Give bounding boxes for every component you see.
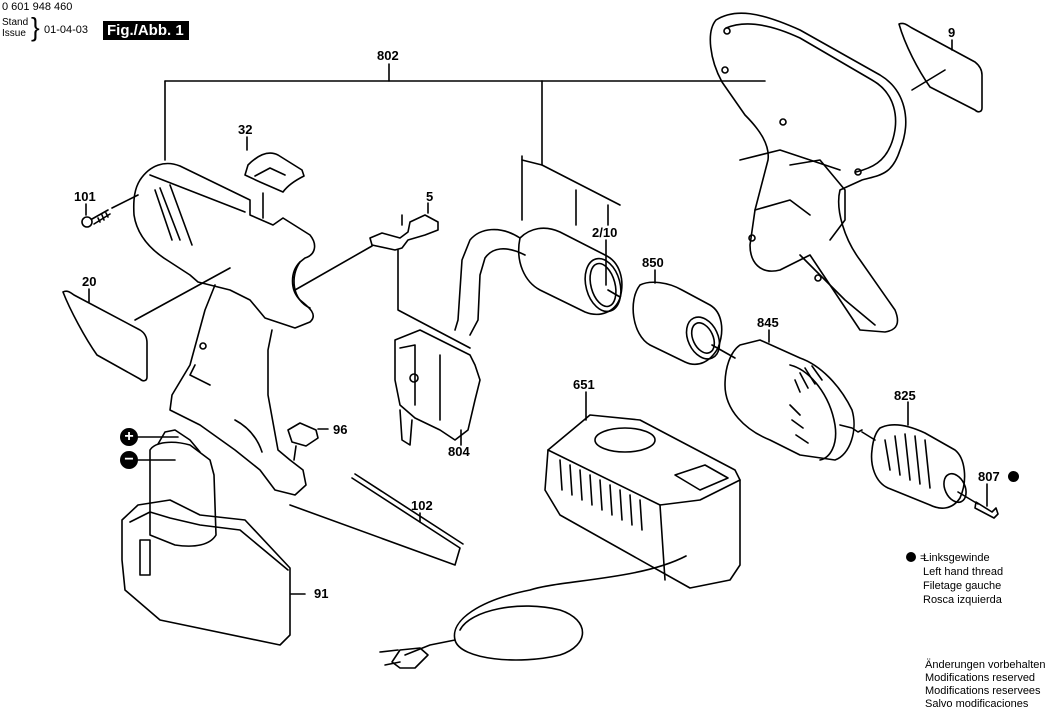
gearbox-845	[724, 329, 863, 461]
minus-icon: −	[120, 451, 138, 469]
housing-shell-left	[132, 162, 316, 496]
notice-line-de: Änderungen vorbehalten	[925, 659, 1046, 671]
clip-96	[287, 422, 329, 461]
switch-slide-5	[294, 202, 471, 349]
legend-line-fr: Filetage gauche	[923, 580, 1002, 592]
left-hand-thread-dot-icon	[906, 552, 916, 562]
part-label-807: 807	[978, 469, 1000, 484]
figure-label: Fig./Abb. 1	[103, 21, 189, 40]
part-label-20: 20	[82, 274, 97, 289]
thread-legend: = Linksgewinde Left hand thread Filetage…	[906, 551, 1003, 606]
part-label-102: 102	[411, 498, 433, 513]
part-label-802: 802	[377, 48, 399, 63]
part-label-91: 91	[314, 586, 329, 601]
part-label-96: 96	[333, 422, 348, 437]
screw-101	[81, 194, 139, 228]
chuck-825	[861, 401, 967, 509]
part-label-845: 845	[757, 315, 779, 330]
part-label-2-10: 2/10	[592, 225, 618, 240]
housing-shell-right	[709, 12, 907, 333]
screw-807	[957, 483, 999, 519]
assembly-bracket-802	[164, 63, 766, 226]
modification-notice: Änderungen vorbehalten Modifications res…	[925, 659, 1045, 711]
legend-line-de: Linksgewinde	[923, 552, 990, 564]
notice-line-fr: Modifications reservees	[925, 685, 1041, 697]
charger-651	[544, 391, 741, 589]
part-label-32: 32	[238, 122, 253, 137]
battery-pack-91	[121, 429, 306, 646]
left-hand-thread-dot-icon	[1008, 471, 1019, 482]
part-label-651: 651	[573, 377, 595, 392]
label-plate-20	[62, 267, 231, 382]
issue-label-de: Stand	[2, 17, 29, 28]
part-label-825: 825	[894, 388, 916, 403]
legend-line-en: Left hand thread	[923, 566, 1004, 578]
document-number: 0 601 948 460	[2, 1, 73, 13]
notice-line-es: Salvo modificaciones	[925, 698, 1029, 710]
part-label-9: 9	[948, 25, 956, 40]
mains-cable	[379, 555, 687, 669]
issue-label: Stand Issue	[2, 17, 28, 39]
notice-line-en: Modifications reserved	[925, 672, 1036, 684]
ring-gear-850	[632, 269, 736, 366]
motor-2-10	[454, 227, 623, 336]
label-plate-9	[898, 22, 983, 113]
switch-804	[394, 329, 481, 446]
part-label-804: 804	[448, 444, 470, 459]
part-label-850: 850	[642, 255, 664, 270]
part-label-5: 5	[426, 189, 434, 204]
part-label-101: 101	[74, 189, 96, 204]
issue-date: 01-04-03	[44, 24, 89, 36]
belt-hook-102	[289, 473, 464, 566]
plus-icon: +	[120, 428, 138, 446]
legend-line-es: Rosca izquierda	[923, 594, 1002, 606]
brace-icon: }	[31, 12, 40, 42]
switch-cap-32	[244, 136, 305, 219]
legend-equals: =	[920, 552, 927, 564]
issue-label-en: Issue	[2, 28, 26, 39]
